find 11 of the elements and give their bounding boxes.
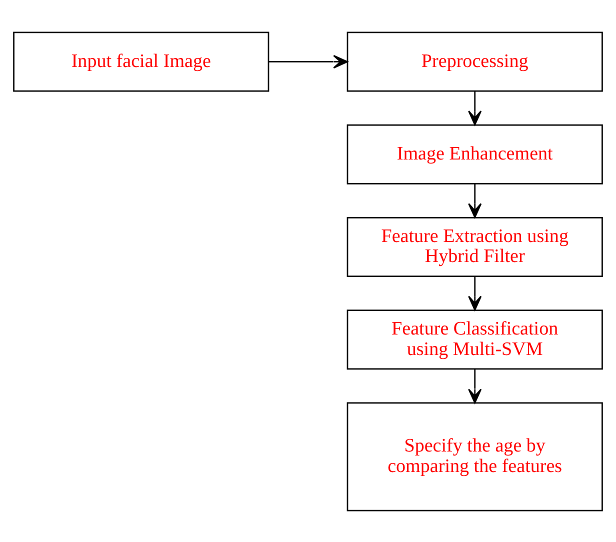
node-box: Preprocessing — [346, 31, 603, 92]
node-box: Specify the age by comparing the features — [346, 402, 603, 511]
arrow — [468, 276, 482, 310]
node-box: Input facial Image — [13, 31, 270, 92]
arrow — [468, 90, 482, 125]
arrow — [468, 183, 482, 218]
node-box: Feature Classification using Multi-SVM — [346, 309, 603, 370]
arrow — [468, 368, 482, 404]
node-box: Feature Extraction using Hybrid Filter — [346, 216, 603, 276]
arrow — [268, 54, 348, 68]
node-box: Image Enhancement — [346, 124, 603, 184]
